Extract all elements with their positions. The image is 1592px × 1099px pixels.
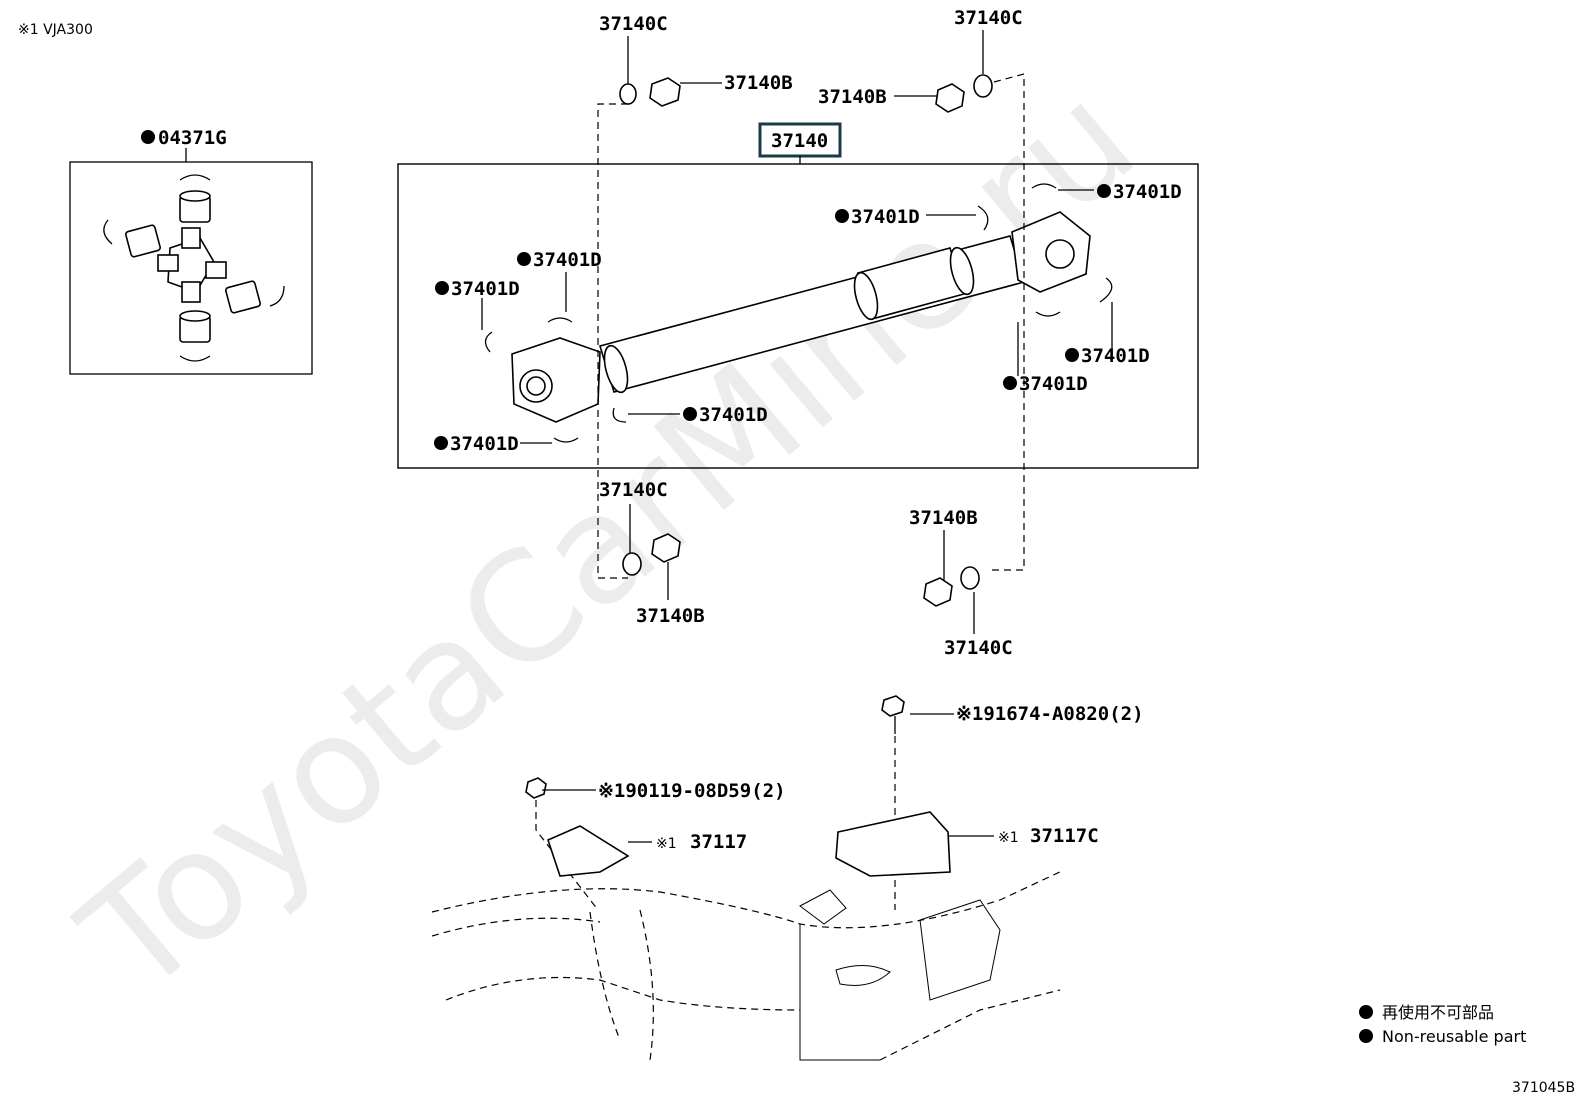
washer-icon [619, 83, 637, 105]
label-cover-bolt[interactable]: ※191674-A0820(2) [956, 703, 1144, 725]
label-nut-4[interactable]: 37140B [909, 507, 978, 529]
watermark-text: ToyotaCarMine.ru [51, 52, 1167, 1028]
center-bracket-icon [547, 825, 630, 877]
heat-cover-icon [835, 811, 951, 877]
watermark: ToyotaCarMine.ru [51, 52, 1167, 1028]
non-reusable-dot-icon [1359, 1029, 1373, 1043]
label-heat-cover[interactable]: 37117C [1030, 825, 1099, 847]
bolt-icon [881, 695, 905, 717]
snap-ring-callouts: 37401D 37401D 37401D 37401D 37401D 37401… [434, 181, 1182, 455]
label-snap-ring-3[interactable]: 37401D [533, 249, 602, 271]
washer-icon [973, 74, 993, 98]
label-washer-3[interactable]: 37140C [599, 479, 668, 501]
center-bracket-prefix: ※1 [656, 836, 677, 852]
shaft-assembly-box [397, 163, 1199, 469]
fasteners-upper: 37140C 37140B 37140C 37140B [597, 7, 1025, 579]
label-snap-ring-5[interactable]: 37401D [450, 433, 519, 455]
label-nut-1[interactable]: 37140B [724, 72, 793, 94]
label-u-joint-kit[interactable]: 04371G [158, 127, 227, 149]
legend-en: Non-reusable part [1382, 1027, 1526, 1046]
propeller-shaft-icon [511, 211, 1091, 423]
bracket-section: ※191674-A0820(2) ※190119-08D59(2) ※1 371… [431, 695, 1144, 1061]
label-snap-ring-1[interactable]: 37401D [1113, 181, 1182, 203]
heat-cover-prefix: ※1 [998, 830, 1019, 846]
u-joint-cross-icon [157, 227, 227, 303]
label-nut-3[interactable]: 37140B [636, 605, 705, 627]
legend: 再使用不可部品 Non-reusable part [1359, 1003, 1526, 1046]
u-joint-kit-box: 04371G [69, 127, 313, 375]
legend-jp: 再使用不可部品 [1382, 1003, 1494, 1022]
label-nut-2[interactable]: 37140B [818, 86, 887, 108]
label-main-shaft[interactable]: 37140 [771, 130, 828, 152]
label-washer-1[interactable]: 37140C [599, 13, 668, 35]
label-washer-2[interactable]: 37140C [954, 7, 1023, 29]
label-snap-ring-7[interactable]: 37401D [1019, 373, 1088, 395]
non-reusable-dot-icon [141, 130, 155, 144]
nut-icon [923, 577, 953, 607]
nut-icon [935, 83, 965, 113]
washer-icon [960, 566, 980, 590]
model-note: ※1 VJA300 [18, 22, 93, 38]
label-center-bracket[interactable]: 37117 [690, 831, 747, 853]
bearing-cap-icon [125, 190, 261, 343]
non-reusable-dot-icon [1359, 1005, 1373, 1019]
label-snap-ring-2[interactable]: 37401D [851, 206, 920, 228]
bolt-icon [525, 777, 547, 799]
fasteners-lower: 37140C 37140B 37140B 37140C [599, 479, 1013, 659]
label-snap-ring-8[interactable]: 37401D [1081, 345, 1150, 367]
snap-ring-icon [103, 174, 285, 362]
nut-icon [651, 533, 681, 563]
label-bracket-bolt[interactable]: ※190119-08D59(2) [598, 780, 786, 802]
vehicle-frame-outline [431, 869, 1065, 1061]
label-snap-ring-6[interactable]: 37401D [699, 404, 768, 426]
label-washer-4[interactable]: 37140C [944, 637, 1013, 659]
nut-icon [649, 77, 681, 107]
washer-icon [622, 552, 642, 576]
figure-number: 371045B [1512, 1080, 1575, 1096]
label-snap-ring-4[interactable]: 37401D [451, 278, 520, 300]
